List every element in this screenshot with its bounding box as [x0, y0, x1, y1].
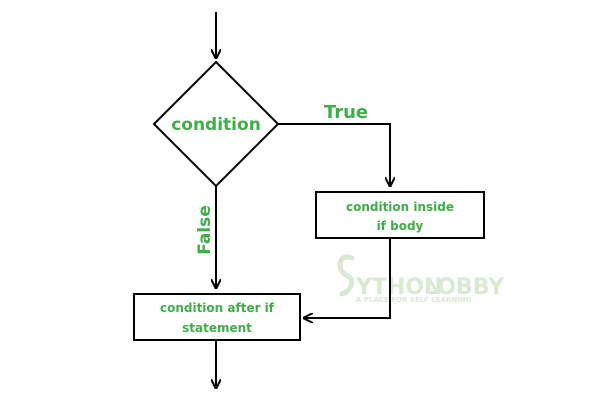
- decision-label: condition: [171, 115, 261, 135]
- true-label: True: [324, 102, 368, 123]
- if-body-box: [315, 191, 485, 239]
- if-body-line1: condition inside: [346, 200, 454, 214]
- watermark-brand-2: LOBBY: [424, 275, 505, 300]
- python-snake-icon: [337, 254, 355, 297]
- after-if-line1: condition after if: [160, 301, 275, 315]
- watermark-brand: YTHON: [355, 275, 442, 300]
- watermark-tagline: A PLACE FOR SELF LEARNING: [356, 296, 472, 304]
- watermark: YTHON LOBBY A PLACE FOR SELF LEARNING: [337, 254, 505, 304]
- if-body-line2: if body: [377, 219, 424, 233]
- merge-connector: [304, 238, 391, 318]
- after-if-line2: statement: [182, 321, 252, 335]
- false-label: False: [195, 205, 215, 255]
- true-connector: [278, 123, 390, 186]
